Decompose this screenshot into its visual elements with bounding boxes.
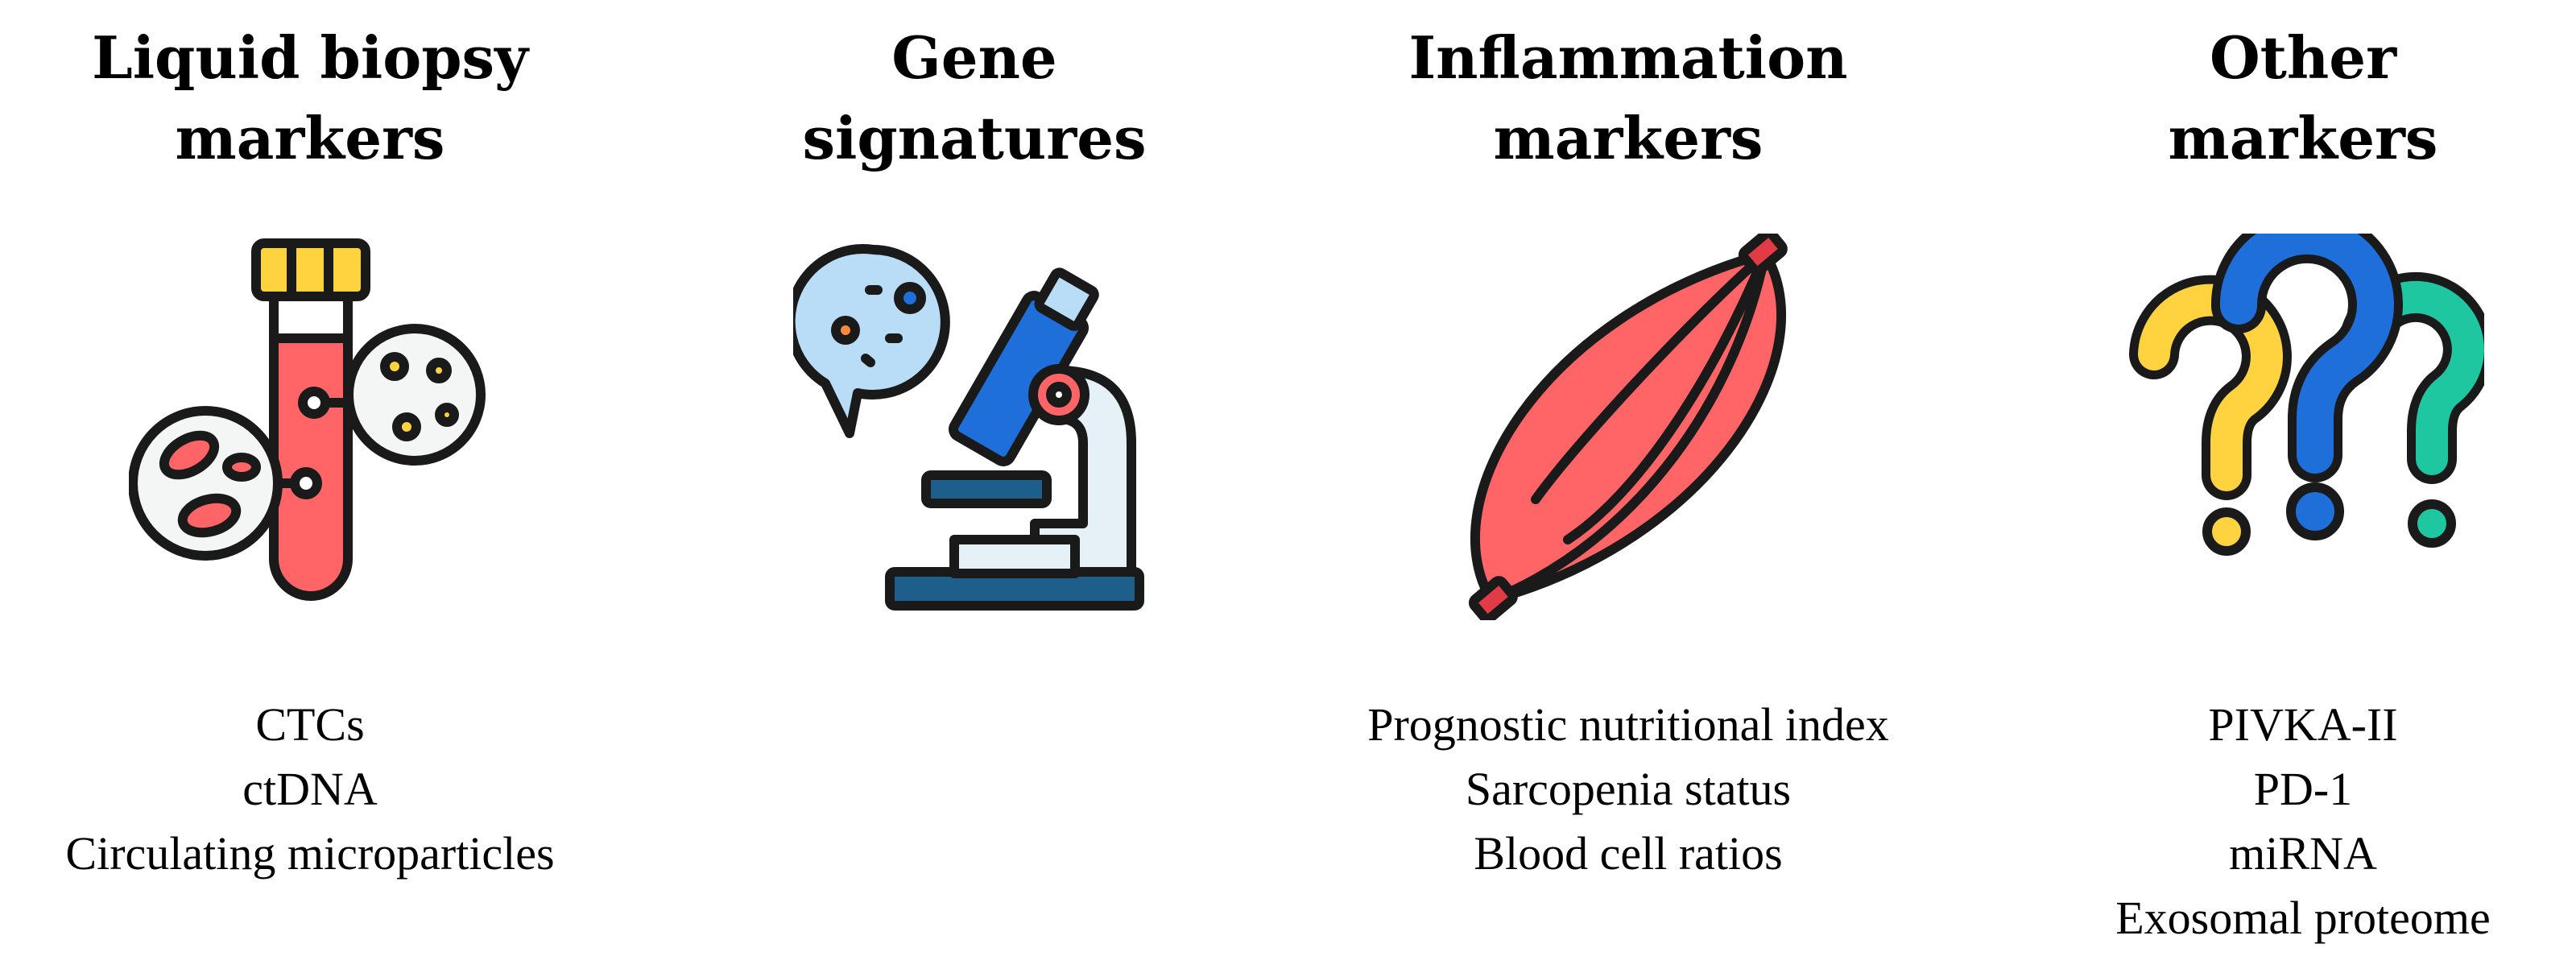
marker-list: Prognostic nutritional index Sarcopenia …: [1322, 693, 1934, 886]
marker-item: miRNA: [2229, 827, 2377, 880]
question-marks-icon: [2129, 234, 2484, 556]
marker-item: PIVKA-II: [2208, 698, 2398, 751]
blood-test-tube-icon: [129, 238, 486, 601]
marker-item: ctDNA: [242, 763, 378, 815]
microscope-icon: [793, 244, 1144, 611]
category-title: Gene signatures: [668, 18, 1280, 179]
title-line-2: markers: [1493, 104, 1764, 172]
marker-item: Exosomal proteome: [2115, 892, 2491, 944]
title-line-1: Other: [2209, 23, 2397, 92]
category-title: Liquid biopsy markers: [4, 18, 616, 179]
marker-item: Prognostic nutritional index: [1367, 698, 1889, 751]
category-title: Other markers: [1997, 18, 2576, 179]
title-line-1: Inflammation: [1408, 23, 1848, 92]
title-line-2: markers: [2168, 104, 2438, 172]
marker-list: PIVKA-II PD-1 miRNA Exosomal proteome: [1997, 693, 2576, 950]
title-line-2: markers: [175, 104, 445, 172]
category-liquid-biopsy: Liquid biopsy markers: [4, 0, 616, 977]
marker-item: Sarcopenia status: [1465, 763, 1792, 815]
marker-item: CTCs: [255, 698, 365, 751]
muscle-icon: [1468, 234, 1788, 620]
category-title: Inflammation markers: [1322, 18, 1934, 179]
title-line-1: Liquid biopsy: [92, 23, 528, 92]
category-gene-signatures: Gene signatures: [668, 0, 1280, 977]
marker-item: Blood cell ratios: [1474, 827, 1783, 880]
title-line-2: signatures: [802, 104, 1147, 172]
marker-item: Circulating microparticles: [65, 827, 555, 880]
marker-item: PD-1: [2253, 763, 2353, 815]
category-inflammation-markers: Inflammation markers Prognostic nutritio…: [1322, 0, 1934, 977]
marker-list: CTCs ctDNA Circulating microparticles: [4, 693, 616, 886]
title-line-1: Gene: [891, 23, 1057, 92]
category-other-markers: Other markers PIVKA-II PD-1 miRNA Exosom…: [1997, 0, 2576, 977]
